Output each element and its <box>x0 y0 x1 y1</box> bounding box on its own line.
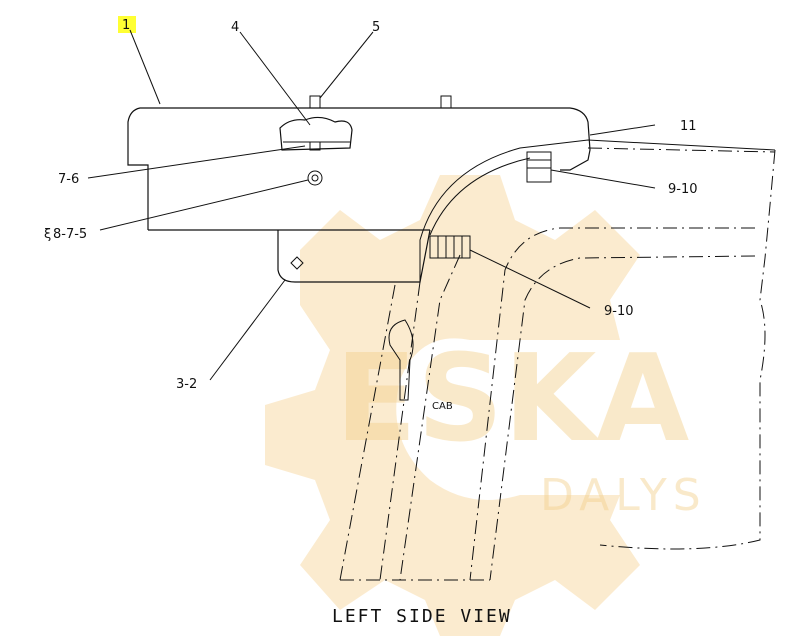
washer-icon <box>307 170 323 186</box>
callout-highlight <box>118 16 136 33</box>
cab-outline-mid2 <box>489 255 756 581</box>
fitting-icon <box>526 151 552 183</box>
callout-9-10-upper: 9-10 <box>668 182 698 197</box>
view-caption: LEFT SIDE VIEW <box>332 606 512 627</box>
bolt-icon <box>440 95 452 109</box>
cab-outline-mid <box>469 227 755 581</box>
bracket-outline <box>277 229 431 283</box>
cab-outline-pillar2 <box>339 284 396 581</box>
callout-9-10-lower: 9-10 <box>604 304 634 319</box>
tank-box-outline <box>127 107 591 230</box>
leader-lines <box>87 29 656 381</box>
cab-label: CAB <box>432 401 453 412</box>
callout-1: 1 <box>122 18 130 33</box>
cab-outline-outer <box>599 149 776 550</box>
hex-bolt-icon <box>290 256 304 270</box>
watermark-text-small: DALYS <box>540 470 707 521</box>
cab-outline-pillar <box>379 281 421 581</box>
callout-8-prefix: ξ <box>44 227 51 242</box>
fitting-icon <box>429 235 471 259</box>
callout-7-6: 7-6 <box>58 172 79 187</box>
callout-4: 4 <box>231 20 239 35</box>
nut-icon <box>309 141 321 151</box>
cab-curve-inner <box>429 157 531 236</box>
callout-3-2: 3-2 <box>176 377 197 392</box>
cutaway-section <box>279 116 353 151</box>
cab-curve <box>419 139 776 282</box>
cab-outline-inner <box>399 254 461 581</box>
callout-11: 11 <box>680 119 697 134</box>
callout-5: 5 <box>372 20 380 35</box>
bolt-icon <box>309 95 321 109</box>
callout-8-7-5: 8-7-5 <box>53 227 87 242</box>
cab-outline-top <box>587 147 776 153</box>
clip-icon <box>388 319 414 401</box>
watermark-gear-icon <box>265 175 640 636</box>
